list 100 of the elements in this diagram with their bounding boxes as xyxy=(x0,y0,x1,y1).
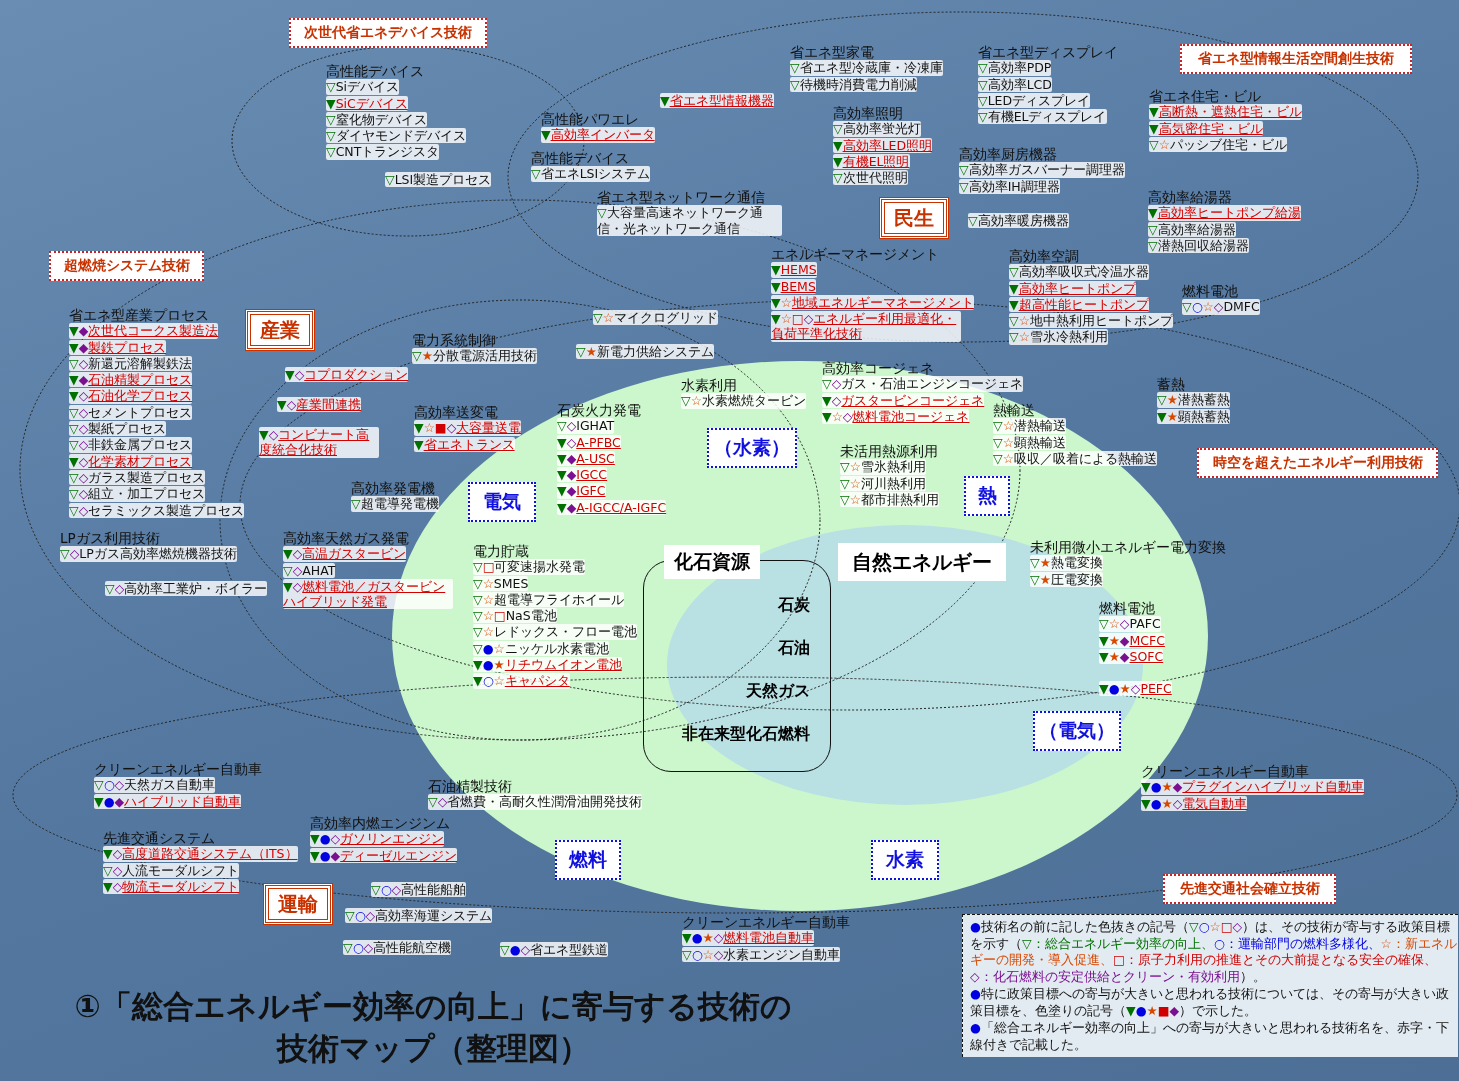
group-heading: 高効率送変電 xyxy=(414,404,499,421)
technology-item: ▽★潜熱蓄熱 xyxy=(1157,392,1230,408)
technology-area-title: 次世代省エネデバイス技術 xyxy=(289,18,487,48)
technology-item: ▼高断熱・遮熱住宅・ビル xyxy=(1149,104,1302,120)
technology-item: ▽○☆◇DMFC xyxy=(1182,299,1260,315)
technology-item: ▽高効率暖房機器 xyxy=(968,213,1069,229)
technology-item: ▽◇セラミックス製造プロセス xyxy=(69,502,245,518)
technology-item: ▽◇組立・加工プロセス xyxy=(69,486,206,502)
technology-item: ▼●◇ガソリンエンジン xyxy=(310,831,445,847)
technology-item: ▽◇人流モーダルシフト xyxy=(103,862,240,878)
map-title: ①「総合エネルギー効率の向上」に寄与する技術の技術マップ（整理図） xyxy=(73,987,793,1068)
technology-item: ▼高気密住宅・ビル xyxy=(1149,120,1263,136)
group-heading: 高効率給湯器 xyxy=(1148,189,1233,206)
group-heading: 高効率空調 xyxy=(1009,248,1080,265)
technology-item: ▽高効率LCD xyxy=(978,76,1052,92)
group-heading: 高効率照明 xyxy=(833,105,904,122)
technology-item: ▼超高性能ヒートポンプ xyxy=(1009,296,1149,313)
technology-item: ▽窒化物デバイス xyxy=(326,111,427,128)
group-heading: 高性能デバイス xyxy=(326,63,425,80)
technology-item: ▽潜熱回収給湯器 xyxy=(1148,237,1249,254)
technology-item: ▼◇高度道路交通システム（ITS） xyxy=(103,846,298,862)
group-heading: 燃料電池 xyxy=(1182,283,1239,300)
technology-item: ▽LEDディスプレイ xyxy=(978,92,1091,109)
technology-item: ▼◇化学素材プロセス xyxy=(69,453,193,469)
technology-item: ▽CNTトランジスタ xyxy=(326,144,440,160)
box-heading: 化石資源 xyxy=(664,545,760,579)
group-heading: 石油精製技術 xyxy=(428,778,513,795)
technology-area-title: 省エネ型情報生活空間創生技術 xyxy=(1180,44,1412,74)
technology-item: ▽◇新還元溶解製鉄法 xyxy=(69,355,193,372)
technology-item: ▽高効率IH調理器 xyxy=(959,178,1060,194)
technology-item: ▼◇燃料電池／ガスタービンハイブリッド発電 xyxy=(283,578,453,610)
note-text: ●「総合エネルギー効率の向上」への寄与が大きいと思われる技術名を、赤字・下線付きで記載した。 xyxy=(970,1020,1450,1053)
resource-label: 石炭 xyxy=(778,595,810,616)
technology-item: ▼省エネトランス xyxy=(414,436,515,452)
technology-item: ▽大容量高速ネットワーク通信・光ネットワーク通信 xyxy=(597,205,782,236)
technology-area-title: 時空を超えたエネルギー利用技術 xyxy=(1197,448,1438,478)
technology-item: ▼◆次世代コークス製造法 xyxy=(69,323,219,339)
technology-item: ▽☆雪氷熱利用 xyxy=(840,459,926,475)
group-heading: 蓄熱 xyxy=(1157,376,1186,393)
group-heading: 熱輸送 xyxy=(993,402,1036,419)
group-heading: 省エネ型産業プロセス xyxy=(69,307,210,324)
technology-item: ▽☆□NaS電池 xyxy=(473,608,557,624)
technology-item: ▽★熱電変換 xyxy=(1030,555,1103,571)
technology-item: ▽◇製紙プロセス xyxy=(69,421,167,437)
technology-item: ▽有機ELディスプレイ xyxy=(978,109,1107,125)
technology-item: ▽高効率PDP xyxy=(978,60,1052,76)
energy-form-box: 電気 xyxy=(468,482,536,522)
group-heading: 高性能パワエレ xyxy=(541,111,640,128)
sector-label-box: 民生 xyxy=(879,197,949,239)
technology-item: ▽ダイヤモンドデバイス xyxy=(326,128,466,144)
group-heading: 高効率内燃エンジンム xyxy=(310,815,451,832)
technology-item: ▼☆□◇エネルギー利用最適化・負荷平準化技術 xyxy=(771,311,961,342)
technology-item: ▽☆地中熱利用ヒートポンプ xyxy=(1009,313,1173,329)
technology-item: ▽LSI製造プロセス xyxy=(385,172,492,188)
technology-area-title: 先進交通社会確立技術 xyxy=(1163,874,1336,904)
technology-item: ▼◇石油化学プロセス xyxy=(69,388,193,404)
technology-item: ▽☆パッシブ住宅・ビル xyxy=(1149,136,1287,153)
technology-item: ▼◆製鉄プロセス xyxy=(69,339,167,355)
group-heading: クリーンエネルギー自動車 xyxy=(94,761,262,778)
technology-item: ▼有機EL照明 xyxy=(833,153,910,170)
group-heading: 電力系統制御 xyxy=(412,332,497,349)
technology-item: ▼◇産業間連携 xyxy=(277,397,362,413)
note-text: ●特に政策目標への寄与が大きいと思われる技術については、その寄与が大きい政策目標を、色塗りの記号（▼●★■◆）で示した。 xyxy=(970,986,1450,1019)
technology-item: ▼●◆ディーゼルエンジン xyxy=(310,847,458,863)
technology-item: ▽Siデバイス xyxy=(326,79,400,95)
technology-item: ▽待機時消費電力削減 xyxy=(790,76,917,92)
group-heading: 省エネ型家電 xyxy=(790,44,875,61)
group-heading: 燃料電池 xyxy=(1099,600,1156,617)
technology-item: ▽◇非鉄金属プロセス xyxy=(69,437,193,453)
technology-item: ▼◆IGCC xyxy=(557,467,608,483)
technology-item: ▽高効率ガスバーナー調理器 xyxy=(959,162,1125,178)
technology-item: ▽◇ガス・石油エンジンコージェネ xyxy=(822,376,1024,392)
technology-item: ▽○◇高性能船舶 xyxy=(371,882,467,898)
resource-label: 石油 xyxy=(778,638,810,659)
technology-item: ▽☆吸収／吸着による熱輸送 xyxy=(993,450,1157,467)
technology-item: ▼高効率インバータ xyxy=(541,127,655,143)
technology-item: ▽○◇天然ガス自動車 xyxy=(94,777,216,793)
group-heading: 省エネ住宅・ビル xyxy=(1149,88,1262,105)
technology-item: ▽◇セメントプロセス xyxy=(69,404,193,421)
sector-label-box: 産業 xyxy=(245,309,315,351)
technology-area-title: 超燃焼システム技術 xyxy=(49,251,204,281)
technology-item: ▽□可変速揚水発電 xyxy=(473,559,586,575)
technology-item: ▼SiCデバイス xyxy=(326,95,408,111)
note-text: ●技術名の前に記した色抜きの記号（▽○☆□◇）は、その技術が寄与する政策目標を示す（▽：総合エネルギー効率の向上、○：運輸部門の燃料多様化、☆：新エネルギーの開発・導入促進、□：原子力利用の推進とその大前提となる安全の確保、◇：化石燃料の安定供給とクリーン・有効利用）。 xyxy=(970,919,1458,985)
natural-energy-box: 自然エネルギー xyxy=(838,543,1006,581)
group-heading: エネルギーマネージメント xyxy=(771,246,940,263)
technology-item: ▽高効率蛍光灯 xyxy=(833,121,921,137)
technology-item: ▽高効率吸収式冷温水器 xyxy=(1009,264,1149,280)
technology-item: ▼●★◇燃料電池自動車 xyxy=(682,930,815,946)
energy-form-box: （水素） xyxy=(707,428,797,468)
group-heading: LPガス利用技術 xyxy=(60,530,161,547)
technology-item: ▽★新電力供給システム xyxy=(576,344,714,360)
energy-form-box: 燃料 xyxy=(555,840,621,880)
technology-item: ▽○◇高性能航空機 xyxy=(343,940,452,956)
technology-item: ▼BEMS xyxy=(771,278,816,294)
group-heading: クリーンエネルギー自動車 xyxy=(1141,763,1310,780)
group-heading: クリーンエネルギー自動車 xyxy=(682,914,850,931)
group-heading: 水素利用 xyxy=(681,377,738,394)
group-heading: 省エネ型ディスプレイ xyxy=(978,44,1118,61)
technology-item: ▽☆水素燃焼タービン xyxy=(681,393,806,409)
